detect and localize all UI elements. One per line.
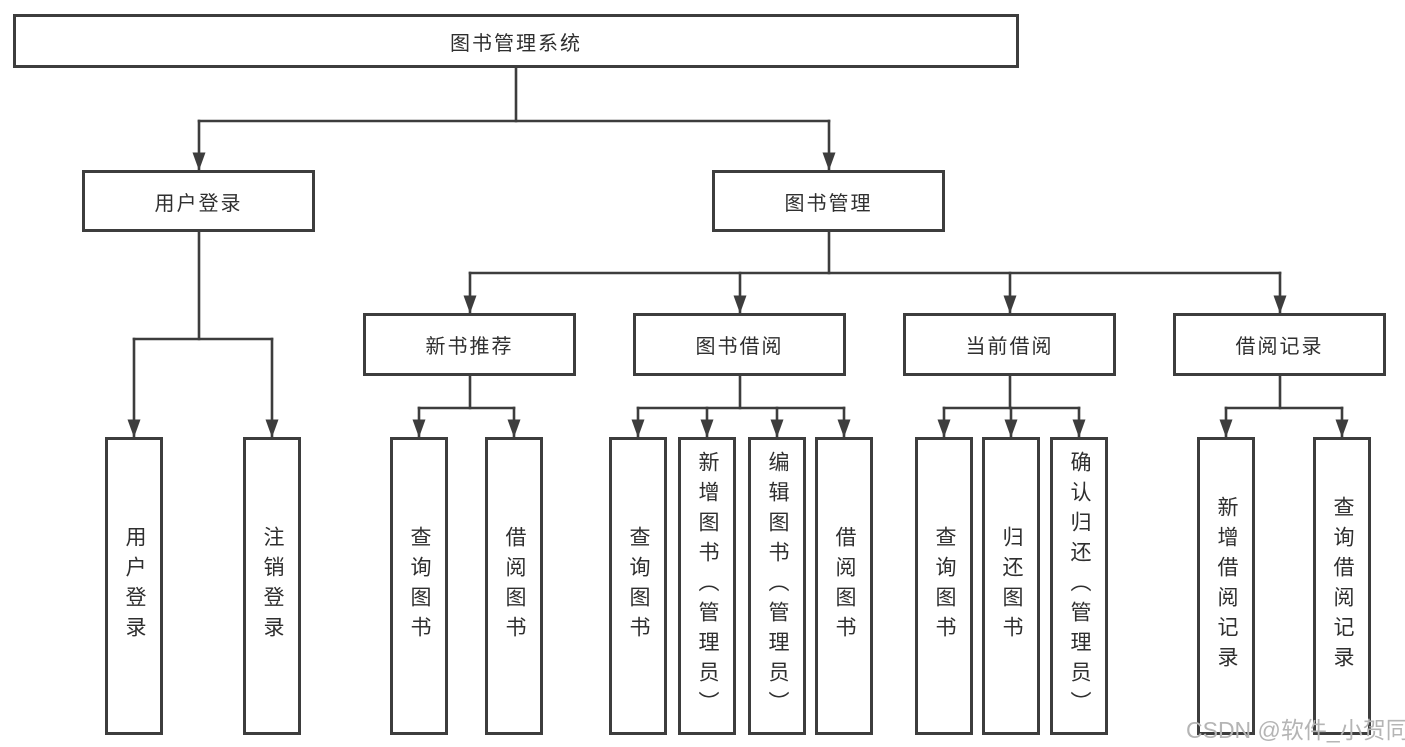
leaf-confirm-return-admin: 确认归还（管理员） bbox=[1050, 437, 1108, 735]
node-current-borrowing: 当前借阅 bbox=[903, 313, 1116, 376]
node-book-borrowing: 图书借阅 bbox=[633, 313, 846, 376]
leaf-logout: 注销登录 bbox=[243, 437, 301, 735]
node-user-login: 用户登录 bbox=[82, 170, 315, 232]
leaf-user-login: 用户登录 bbox=[105, 437, 163, 735]
leaf-return-books: 归还图书 bbox=[982, 437, 1040, 735]
node-label: 用户登录 bbox=[154, 192, 243, 215]
leaf-query-books-current: 查询图书 bbox=[915, 437, 973, 735]
node-label: 查询图书 bbox=[408, 526, 432, 646]
leaf-borrow-books: 借阅图书 bbox=[815, 437, 873, 735]
node-root-system: 图书管理系统 bbox=[13, 14, 1019, 68]
node-label: 用户登录 bbox=[123, 526, 147, 646]
node-label: 查询图书 bbox=[627, 526, 651, 646]
node-book-management: 图书管理 bbox=[712, 170, 945, 232]
node-label: 确认归还（管理员） bbox=[1068, 451, 1092, 721]
csdn-watermark: CSDN @软件_小贺同学 bbox=[1186, 717, 1405, 743]
node-label: 查询图书 bbox=[933, 526, 957, 646]
node-label: 图书管理系统 bbox=[450, 32, 582, 55]
leaf-query-books-borrowing: 查询图书 bbox=[609, 437, 667, 735]
node-borrowing-records: 借阅记录 bbox=[1173, 313, 1386, 376]
leaf-query-books-recommend: 查询图书 bbox=[390, 437, 448, 735]
leaf-query-borrow-record: 查询借阅记录 bbox=[1313, 437, 1371, 735]
node-label: 图书借阅 bbox=[695, 336, 784, 358]
leaf-add-borrow-record: 新增借阅记录 bbox=[1197, 437, 1255, 735]
node-new-book-recommend: 新书推荐 bbox=[363, 313, 576, 376]
node-label: 借阅图书 bbox=[503, 526, 527, 646]
node-label: 编辑图书（管理员） bbox=[766, 451, 790, 721]
node-label: 借阅记录 bbox=[1235, 336, 1324, 358]
node-label: 图书管理 bbox=[784, 192, 873, 215]
node-label: 新书推荐 bbox=[425, 336, 514, 358]
node-label: 新增借阅记录 bbox=[1215, 496, 1239, 676]
node-label: 归还图书 bbox=[1000, 526, 1024, 646]
leaf-edit-books-admin: 编辑图书（管理员） bbox=[748, 437, 806, 735]
node-label: 新增图书（管理员） bbox=[696, 451, 720, 721]
node-label: 借阅图书 bbox=[833, 526, 857, 646]
node-label: 注销登录 bbox=[261, 526, 285, 646]
leaf-add-books-admin: 新增图书（管理员） bbox=[678, 437, 736, 735]
node-label: 查询借阅记录 bbox=[1331, 496, 1355, 676]
leaf-borrow-books-recommend: 借阅图书 bbox=[485, 437, 543, 735]
node-label: 当前借阅 bbox=[965, 336, 1054, 358]
